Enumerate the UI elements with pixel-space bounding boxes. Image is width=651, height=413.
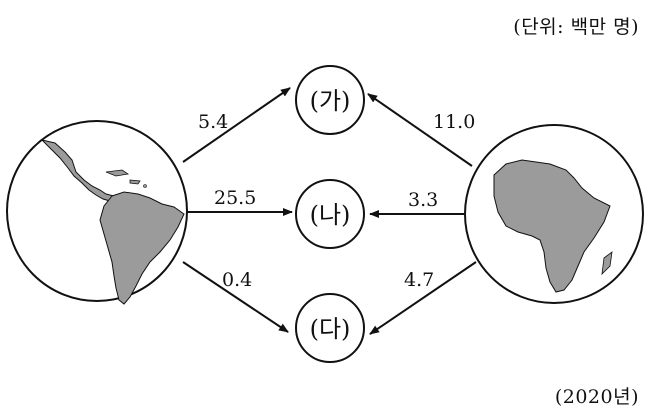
node-da-label: (다) — [310, 315, 351, 343]
flow-value-right-ga: 11.0 — [433, 111, 475, 133]
unit-label: (단위: 백만 명) — [513, 16, 639, 38]
latin-america-globe-icon — [6, 120, 188, 305]
node-na-label: (나) — [310, 201, 351, 229]
flow-value-right-na: 3.3 — [408, 189, 438, 211]
node-da: (다) — [295, 293, 365, 363]
arrow-left-to-ga — [182, 87, 291, 163]
year-label: (2020년) — [554, 386, 639, 408]
arrow-left-to-da — [182, 261, 289, 333]
node-ga-label: (가) — [310, 87, 351, 115]
africa-globe-icon — [464, 124, 644, 304]
flow-value-left-na: 25.5 — [214, 187, 256, 209]
node-ga: (가) — [295, 65, 365, 135]
arrow-right-to-da — [369, 261, 477, 335]
flow-value-left-da: 0.4 — [222, 269, 252, 291]
node-na: (나) — [295, 179, 365, 249]
flow-value-right-da: 4.7 — [404, 269, 434, 291]
arrow-right-to-ga — [367, 93, 473, 167]
flow-value-left-ga: 5.4 — [198, 111, 228, 133]
